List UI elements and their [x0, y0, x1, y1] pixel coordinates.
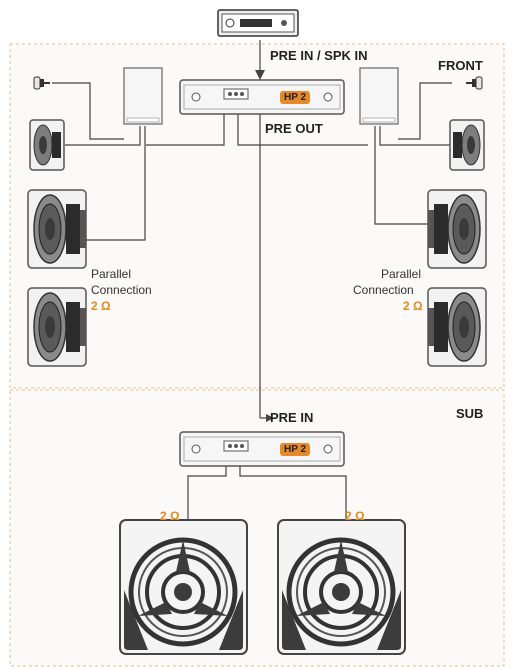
pre-in-arrow	[255, 70, 265, 80]
left-mid-speaker-icon	[29, 119, 65, 171]
right-woofer-bottom-icon	[427, 287, 487, 367]
pre-out-label: PRE OUT	[265, 121, 323, 136]
sub-pre-in-label: PRE IN	[270, 410, 314, 425]
sub-pre-in-arrow	[266, 414, 274, 422]
left-connection-label: Connection	[91, 283, 152, 297]
right-ohm-label: 2 Ω	[403, 299, 423, 313]
sub-amplifier	[179, 431, 345, 467]
sub-left-ohm-label: 2 Ω	[160, 509, 180, 523]
wires	[52, 40, 455, 520]
left-subwoofer-icon	[120, 520, 247, 654]
left-parallel-label: Parallel	[91, 267, 132, 281]
sub-zone-label: SUB	[456, 406, 484, 421]
right-parallel-label: Parallel	[381, 267, 422, 281]
right-subwoofer-icon	[278, 520, 405, 654]
sub-amp-model-badge: HP 2	[280, 443, 310, 456]
left-woofer-top-icon	[27, 189, 87, 269]
left-ohm-label: 2 Ω	[91, 299, 111, 313]
head-unit	[217, 9, 299, 37]
right-woofer-top-icon	[427, 189, 487, 269]
front-amplifier	[179, 79, 345, 115]
sub-right-ohm-label: 2 Ω	[345, 509, 365, 523]
front-amp-model-badge: HP 2	[280, 91, 310, 104]
left-woofer-bottom-icon	[27, 287, 87, 367]
pre-in-spk-in-label: PRE IN / SPK IN	[270, 48, 368, 63]
front-zone-label: FRONT	[438, 58, 483, 73]
left-crossover	[123, 67, 163, 125]
right-mid-speaker-icon	[449, 119, 485, 171]
right-crossover	[359, 67, 399, 125]
right-connection-label: Connection	[353, 283, 414, 297]
